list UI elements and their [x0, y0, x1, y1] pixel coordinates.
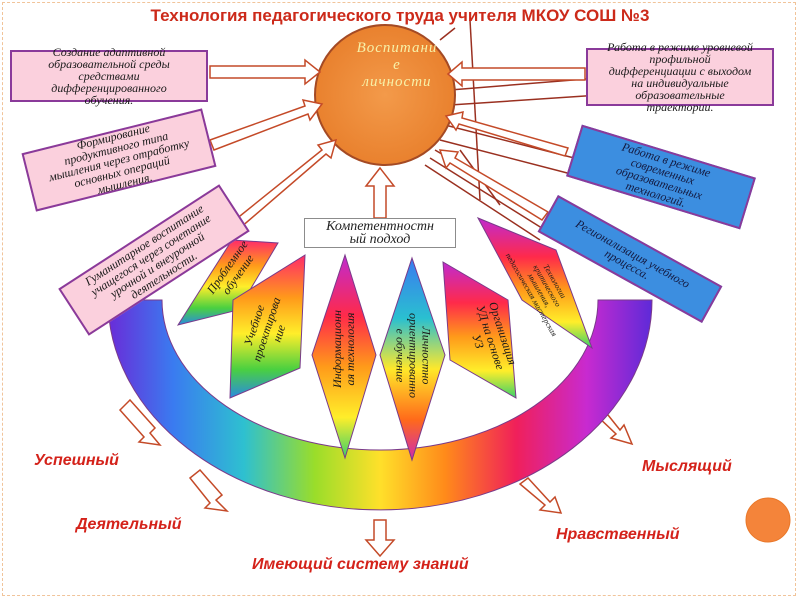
- outcome-moral: Нравственный: [556, 526, 680, 544]
- petal-line: ая технология: [344, 291, 357, 407]
- competence-approach-box: Компетентностн ый подход: [304, 218, 456, 248]
- petal-label-information-technology: Информационн ая технология: [331, 291, 357, 407]
- petal-line: ориентированно: [407, 293, 420, 419]
- arrow-right-2: [446, 112, 568, 156]
- petal-line: е обучение: [394, 293, 407, 419]
- box-line: траектории.: [607, 101, 753, 113]
- page-title: Технология педагогического труда учителя…: [0, 6, 800, 26]
- center-label-line: Воспитани: [322, 40, 472, 57]
- center-label-line: е: [322, 57, 472, 74]
- center-label: Воспитани е личности: [322, 40, 472, 91]
- petal-label-personal-learning: Личностно ориентированно е обучение: [394, 293, 433, 419]
- arrow-left-1: [210, 60, 320, 84]
- right-box-level-differentiation: Работа в режиме уровневой профильной диф…: [586, 48, 774, 106]
- outcome-thinking: Мыслящий: [642, 458, 732, 476]
- outcome-knowledge-system: Имеющий систему знаний: [252, 556, 469, 574]
- center-label-line: личности: [322, 74, 472, 91]
- outcome-active: Деятельный: [76, 516, 182, 534]
- decor-circle: [746, 498, 790, 542]
- approach-line: ый подход: [305, 233, 455, 246]
- left-box-adaptive-environment: Создание адаптивной образовательной сред…: [10, 50, 208, 102]
- arrow-out-bottom: [366, 520, 394, 556]
- arrow-left-2: [210, 100, 322, 150]
- outcome-successful: Успешный: [34, 452, 119, 470]
- arrow-left-3: [235, 140, 336, 228]
- arrow-out-bottom-left: [190, 470, 227, 511]
- petal-line: Личностно: [420, 293, 433, 419]
- arrow-out-bottom-right: [520, 478, 561, 513]
- box-line: обучения.: [48, 94, 169, 106]
- arrow-up-approach: [366, 168, 394, 218]
